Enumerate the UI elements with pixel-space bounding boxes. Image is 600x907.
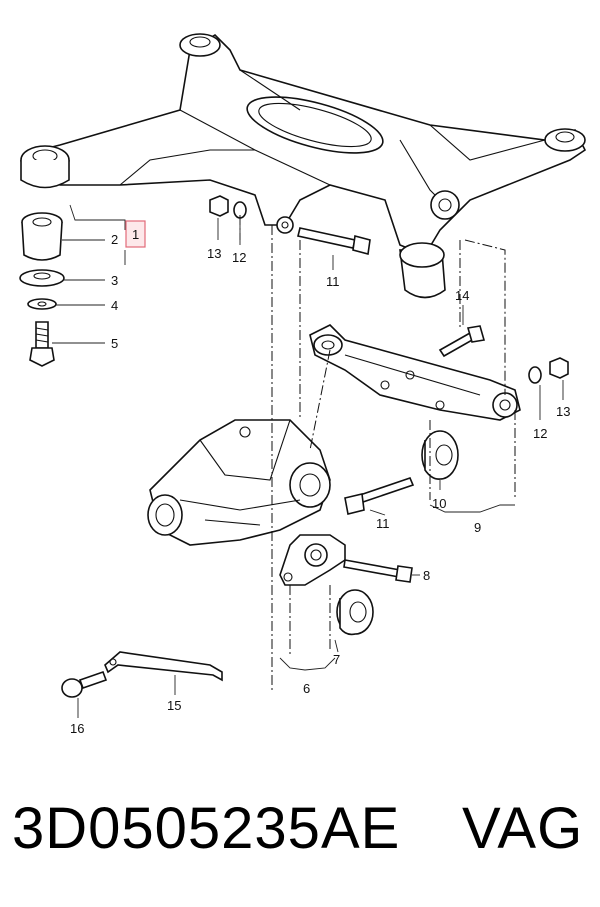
bushing-7 (336, 589, 374, 636)
diff-mount-bracket (279, 534, 346, 586)
part-number: 3D0505235AE (12, 796, 401, 861)
callout-13-right: 13 (556, 404, 570, 419)
callout-leaders (52, 204, 564, 718)
exploded-parts-diagram: 1 2 3 4 5 13 12 11 14 13 12 10 9 11 8 7 … (19, 33, 587, 736)
subframe-bushing-stack (19, 212, 65, 367)
callout-12-upper: 12 (232, 250, 246, 265)
callout-7: 7 (333, 652, 340, 667)
callout-3: 3 (111, 273, 118, 288)
callout-2: 2 (111, 232, 118, 247)
callout-12-right: 12 (533, 426, 547, 441)
bolt-11-upper (297, 227, 371, 256)
bracket-15 (104, 651, 223, 682)
bolt-11-lower (344, 477, 415, 515)
callout-5: 5 (111, 336, 118, 351)
callout-16: 16 (70, 721, 84, 736)
bolt-16 (61, 670, 108, 698)
part-footer: 3D0505235AE VAG (12, 795, 592, 875)
rear-differential (147, 419, 331, 546)
bolt-8 (343, 559, 413, 583)
rear-cross-member (309, 324, 521, 421)
callout-9: 9 (474, 520, 481, 535)
callout-labels: 1 2 3 4 5 13 12 11 14 13 12 10 9 11 8 7 … (70, 227, 570, 736)
bolt-14 (438, 325, 486, 358)
callout-8: 8 (423, 568, 430, 583)
callout-11-upper: 11 (326, 274, 340, 289)
callout-1: 1 (132, 227, 139, 242)
bushing-10 (421, 430, 459, 480)
callout-11-lower: 11 (376, 516, 390, 531)
nut-13-right (528, 357, 569, 384)
nut-13-upper (209, 195, 247, 219)
highlight-box-part-1 (125, 220, 146, 248)
assembly-lines (239, 215, 516, 690)
callout-13-upper: 13 (207, 246, 221, 261)
rear-subframe (20, 33, 587, 299)
brand-name: VAG (462, 796, 584, 861)
callout-15: 15 (167, 698, 181, 713)
callout-4: 4 (111, 298, 118, 313)
callout-14: 14 (455, 288, 469, 303)
callout-10: 10 (432, 496, 446, 511)
callout-6: 6 (303, 681, 310, 696)
